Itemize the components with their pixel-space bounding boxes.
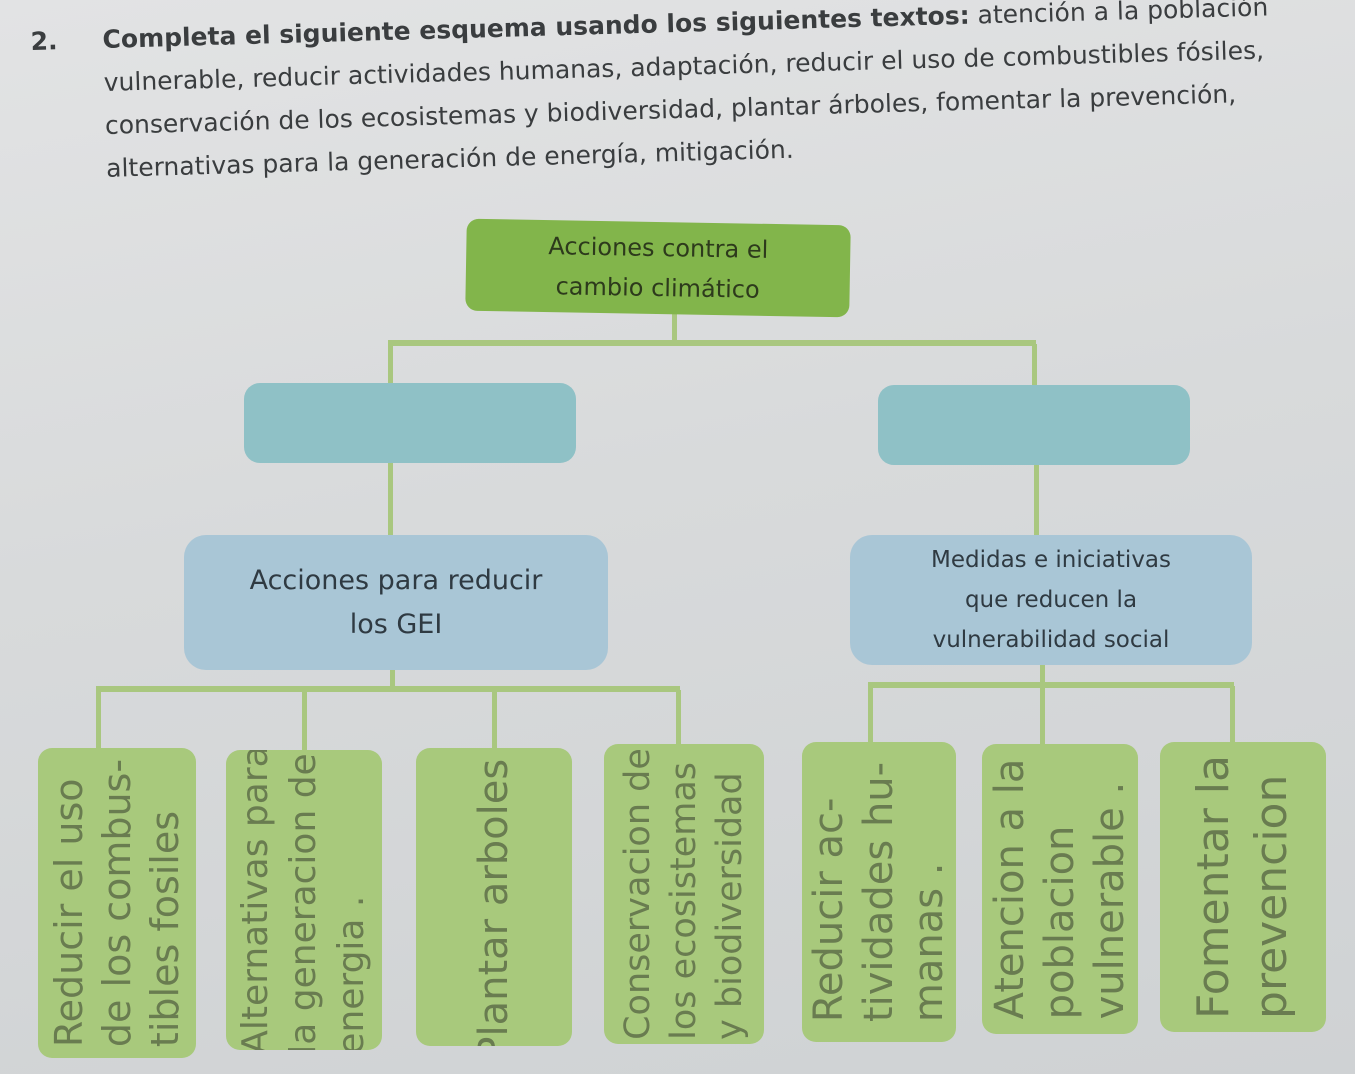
connector [1034,464,1039,538]
leaf-1-line1: Reducir el uso [47,778,91,1048]
exercise-instructions: 2. Completa el siguiente esquema usando … [30,0,1274,192]
connector [1032,344,1037,387]
instructions-lead: Completa el siguiente esquema usando los… [102,0,971,54]
leaf-answer-1[interactable]: Reducir el uso de los combus- tibles fos… [38,748,196,1058]
leaf-2-line3: energia . [331,895,372,1050]
leaf-answer-7[interactable]: Fomentar la prevencion [1160,742,1326,1032]
connector [390,668,395,690]
leaf-5-line2: tividades hu- [856,761,902,1023]
leaf-1-line2: de los combus- [95,758,139,1048]
leaf-answer-4[interactable]: Conservacion de los ecosistemas y biodiv… [604,744,764,1044]
leaf-answer-5[interactable]: Reducir ac- tividades hu- manas . [802,742,956,1042]
connector [388,340,393,385]
node-reduce-gei-line1: Acciones para reducir [249,564,543,596]
connector [388,462,393,538]
leaf-2-line2: la generacion de [283,753,324,1050]
connector [1230,686,1235,744]
node-vulnerability-line1: Medidas e iniciativas [930,547,1172,573]
blank-answer-box-right[interactable] [878,385,1190,465]
node-reduce-gei: Acciones para reducir los GEI [184,535,608,670]
root-label-line1: Acciones contra el [548,232,769,264]
connector [868,682,1234,688]
node-vulnerability-line3: vulnerabilidad social [932,627,1170,653]
leaf-5-line3: manas . [906,862,952,1023]
connector [388,340,1036,346]
leaf-7-line2: prevencion [1246,774,1297,1019]
blank-answer-box-left[interactable] [244,383,576,463]
leaf-answer-2[interactable]: Alternativas para la generacion de energ… [226,750,382,1050]
leaf-3-line1: Plantar arboles . [471,748,517,1046]
connector [302,690,307,752]
leaf-7-line1: Fomentar la [1188,755,1239,1019]
root-label-line2: cambio climático [555,272,760,304]
connector [492,690,497,752]
leaf-4-line1: Conservacion de [618,748,658,1040]
leaf-1-line3: tibles fosiles [143,810,187,1048]
connector [676,690,681,752]
leaf-4-line2: los ecosistemas [664,761,704,1040]
connector [1040,664,1045,686]
leaf-answer-6[interactable]: Atencion a la poblacion vulnerable . [982,744,1138,1034]
connector [96,686,680,692]
leaf-6-line2: poblacion [1037,825,1083,1020]
node-vulnerability-line2: que reducen la [964,587,1138,613]
exercise-number: 2. [30,26,58,56]
root-node: Acciones contra el cambio climático [465,218,851,318]
connector [672,312,677,344]
leaf-6-line1: Atencion a la [987,758,1033,1020]
leaf-4-line3: y biodiversidad [710,772,750,1040]
connector [1040,686,1045,744]
connector [868,686,873,744]
connector [96,690,101,752]
leaf-6-line3: vulnerable . [1087,781,1133,1020]
node-reduce-gei-line2: los GEI [349,608,443,640]
leaf-answer-3[interactable]: Plantar arboles . [416,748,572,1046]
node-vulnerability: Medidas e iniciativas que reducen la vul… [850,535,1252,665]
leaf-5-line1: Reducir ac- [806,797,852,1023]
leaf-2-line1: Alternativas para [235,750,276,1050]
